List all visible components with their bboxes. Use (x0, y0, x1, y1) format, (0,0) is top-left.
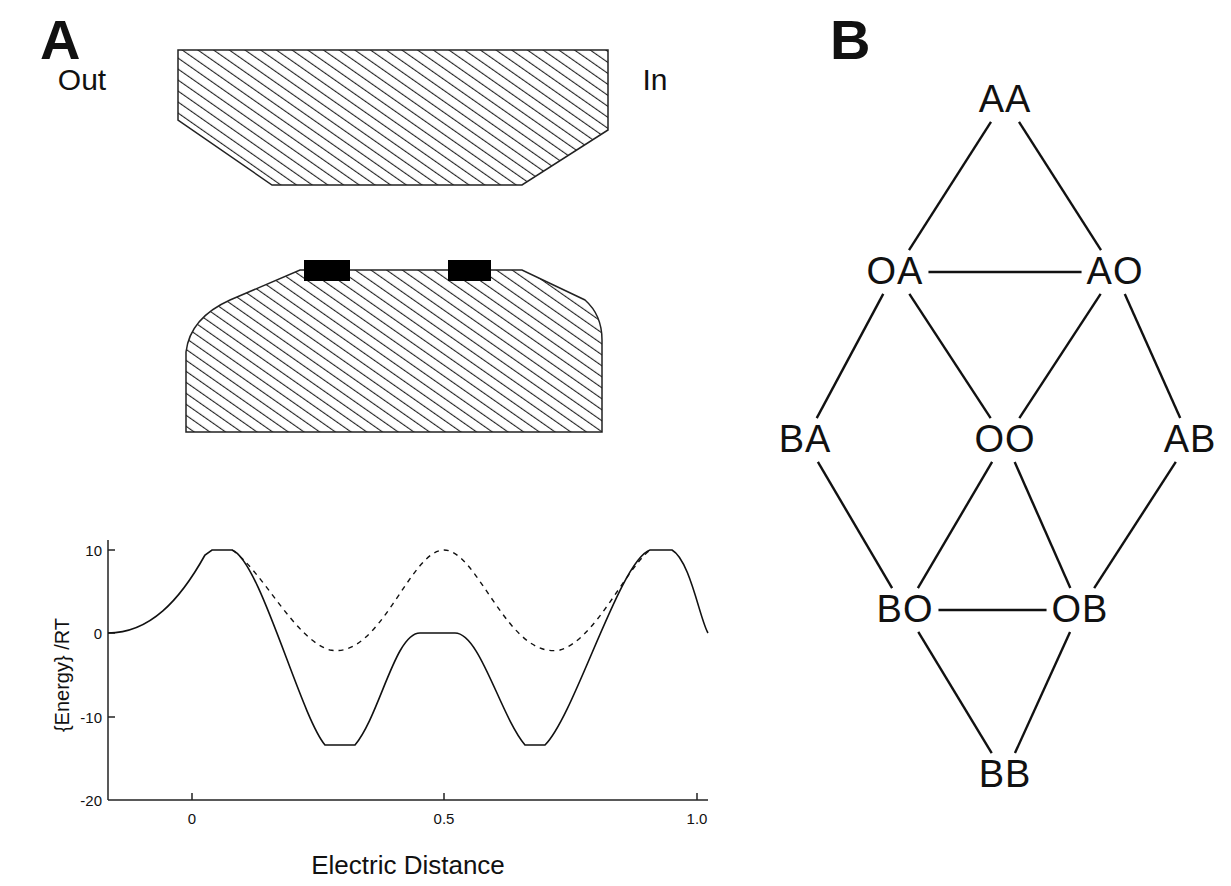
state-label: OA (867, 251, 924, 293)
state-label: BO (877, 589, 934, 631)
transition-line (1019, 122, 1101, 250)
panel-letter: B (830, 12, 870, 68)
state-label: OB (1052, 589, 1109, 631)
state-label: BB (979, 754, 1032, 796)
binding-site (304, 260, 350, 281)
panel-letter: A (40, 12, 80, 68)
state-node: AB (1162, 419, 1219, 461)
transition-line (1019, 294, 1100, 418)
tick-label: 0.5 (434, 811, 455, 826)
state-node: OO (972, 419, 1037, 461)
tick-label: -10 (80, 710, 102, 725)
state-node: BA (777, 419, 834, 461)
energy-profile-solid (108, 550, 708, 745)
side-label: Out (58, 65, 106, 95)
transition-line (818, 462, 892, 588)
energy-profile-dashed (232, 550, 650, 651)
state-node: BB (977, 754, 1034, 796)
tick-label: 10 (85, 543, 102, 558)
transition-line (938, 609, 1046, 610)
transition-line (909, 294, 990, 418)
transition-line (928, 271, 1081, 272)
transition-line (1094, 462, 1176, 588)
transition-line (909, 122, 991, 250)
state-node: OA (865, 251, 926, 293)
state-label: OO (974, 419, 1035, 461)
transition-line (1015, 462, 1071, 588)
channel-wall-bottom (186, 270, 602, 432)
state-node: OB (1050, 589, 1111, 631)
tick-label: 1.0 (687, 811, 708, 826)
binding-site (448, 260, 491, 281)
transition-line (918, 462, 992, 588)
plot-axes (108, 540, 708, 800)
axis-title: Electric Distance (311, 852, 505, 878)
state-label: BA (779, 419, 832, 461)
state-label: AO (1087, 251, 1144, 293)
channel-wall-top (178, 50, 608, 185)
transition-line (1015, 632, 1070, 753)
state-label: AB (1164, 419, 1217, 461)
transition-line (1125, 294, 1180, 418)
tick-label: 0 (188, 811, 196, 826)
transition-line (918, 632, 991, 753)
side-label: In (642, 65, 667, 95)
state-node: BO (875, 589, 936, 631)
state-label: AA (979, 79, 1032, 121)
state-node: AO (1085, 251, 1146, 293)
transition-line (817, 294, 884, 418)
state-node: AA (977, 79, 1034, 121)
tick-label: 0 (94, 626, 102, 641)
tick-label: -20 (80, 793, 102, 808)
axis-title: {Energy} /RT (52, 618, 72, 732)
